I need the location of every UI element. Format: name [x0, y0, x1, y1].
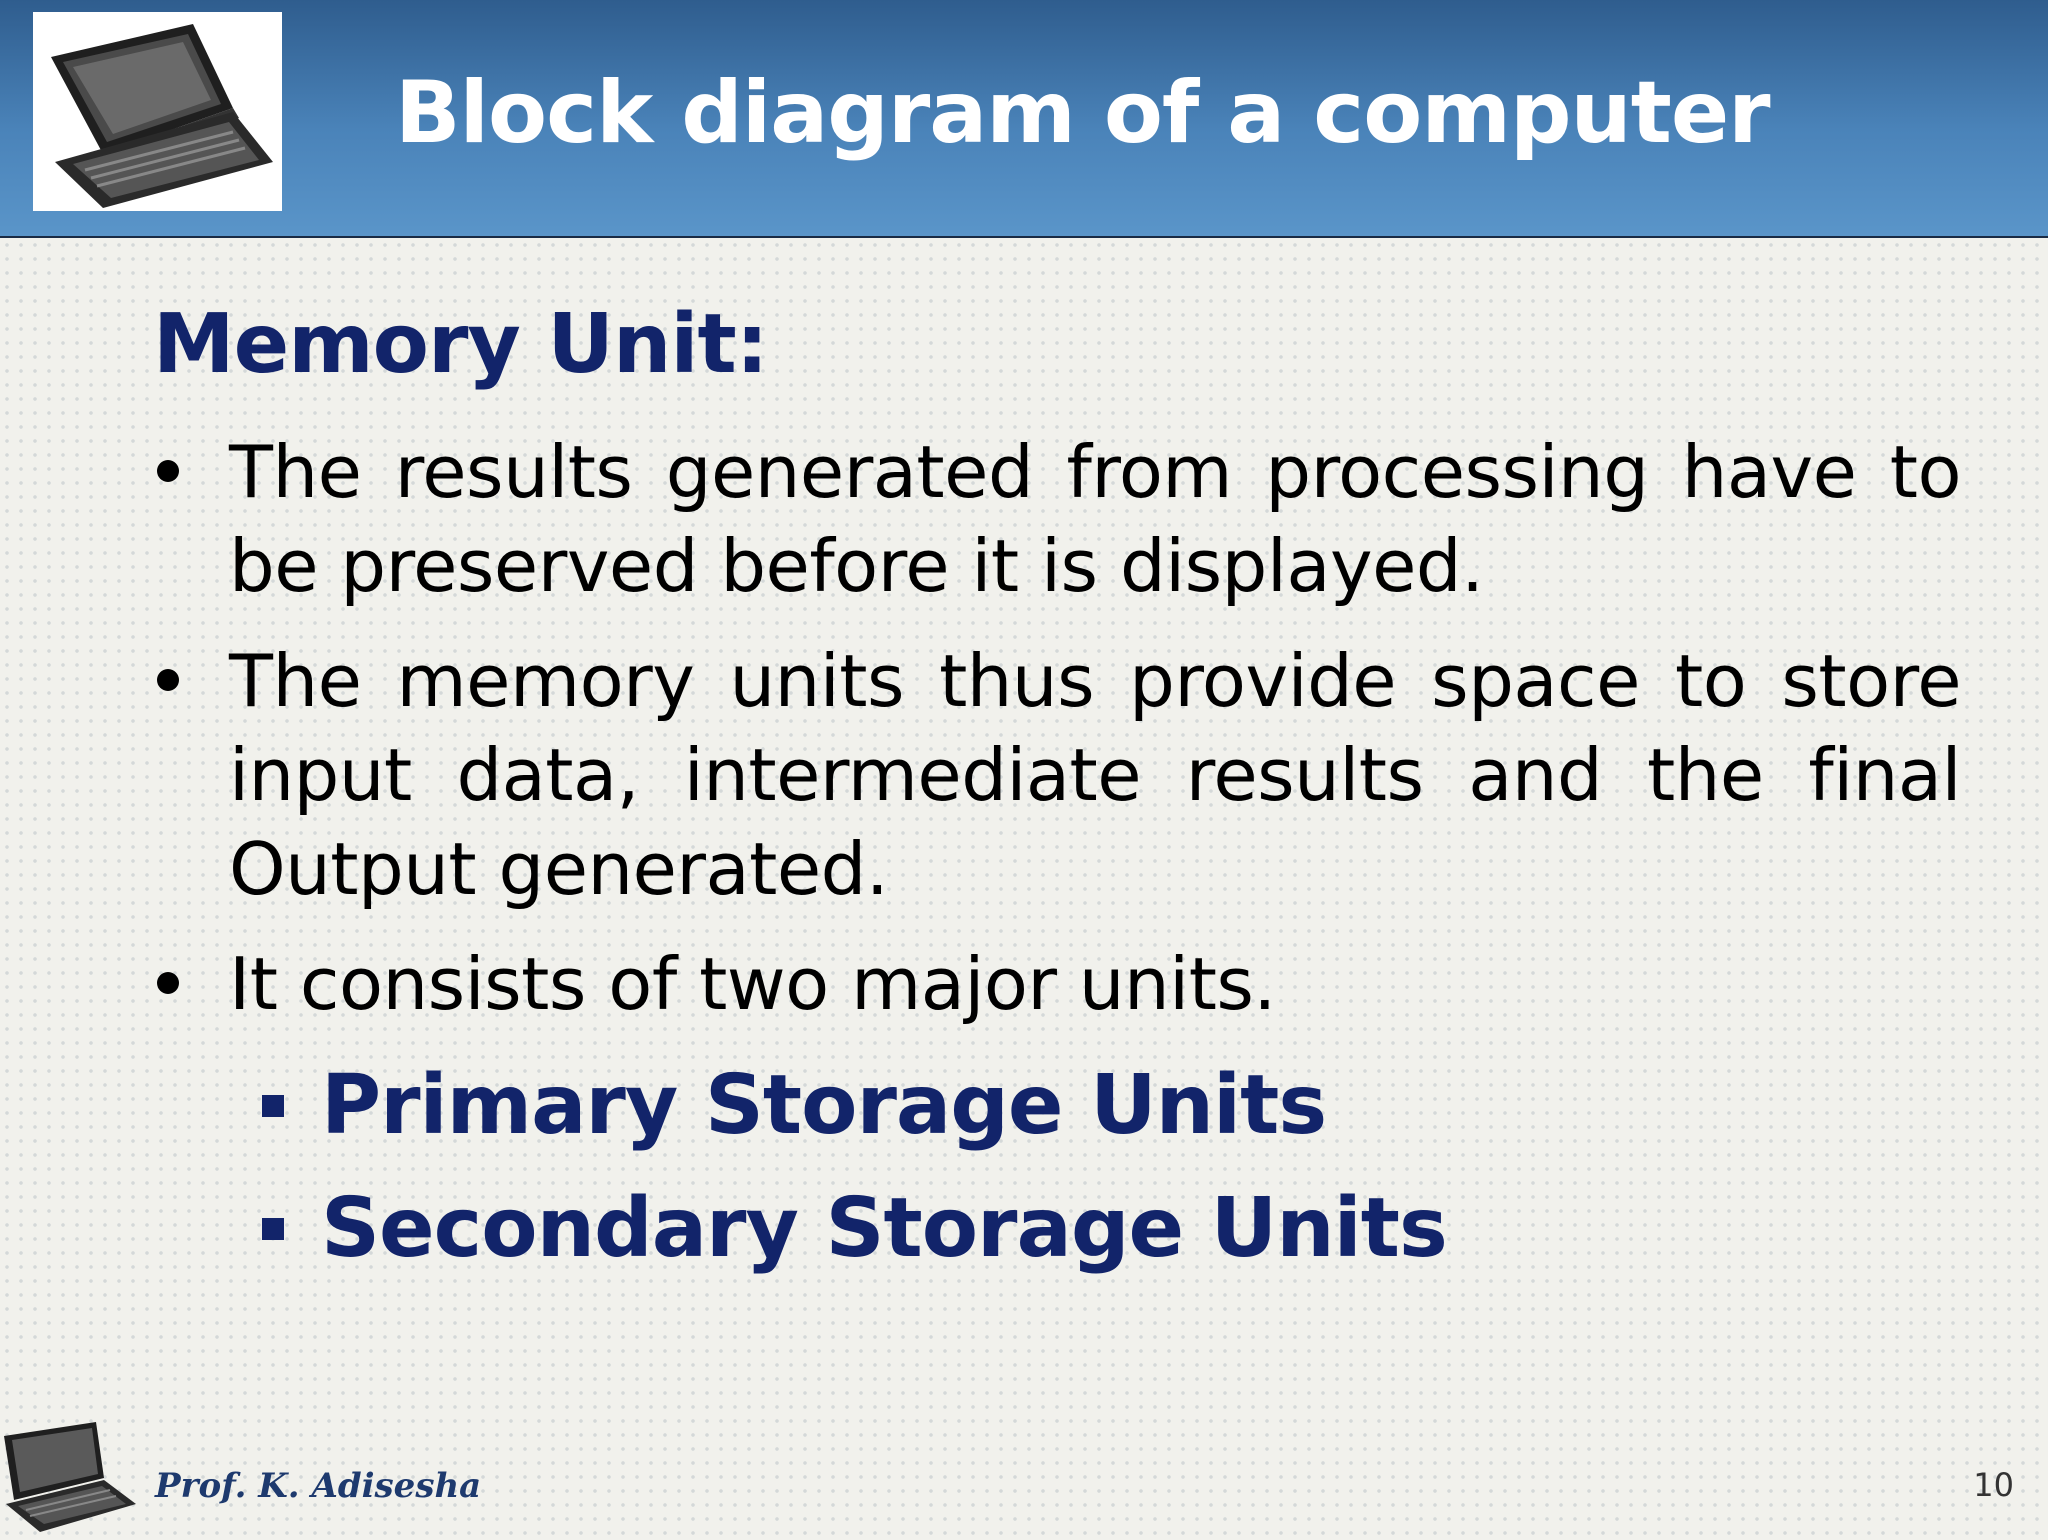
laptop-icon — [33, 12, 282, 211]
sub-item-text: Secondary Storage Units — [321, 1181, 1448, 1276]
sub-list: Primary Storage Units Secondary Storage … — [262, 1054, 1448, 1300]
author-signature: Prof. K. Adisesha — [155, 1466, 482, 1506]
slide-title: Block diagram of a computer — [395, 63, 1771, 163]
list-item: The memory units thus provide space to s… — [153, 634, 1962, 916]
square-bullet-icon — [262, 1218, 284, 1240]
slide-header: Block diagram of a computer — [0, 0, 2048, 238]
list-item: The results generated from processing ha… — [153, 425, 1962, 613]
laptop-icon — [0, 1418, 140, 1536]
bullet-text: It consists of two major units. — [229, 942, 1276, 1026]
bullet-icon — [157, 669, 179, 691]
sub-list-item: Primary Storage Units — [262, 1054, 1447, 1177]
bullet-icon — [157, 972, 179, 994]
sub-item-text: Primary Storage Units — [321, 1058, 1327, 1153]
section-heading: Memory Unit: — [153, 297, 768, 392]
bullet-list: The results generated from processing ha… — [153, 425, 1962, 1052]
bullet-text: The memory units thus provide space to s… — [229, 639, 1962, 911]
bullet-icon — [157, 460, 179, 482]
bullet-text: The results generated from processing ha… — [229, 430, 1962, 608]
page-number: 10 — [1973, 1466, 2014, 1504]
sub-list-item: Secondary Storage Units — [262, 1177, 1448, 1300]
square-bullet-icon — [262, 1095, 284, 1117]
list-item: It consists of two major units. — [153, 937, 1961, 1031]
